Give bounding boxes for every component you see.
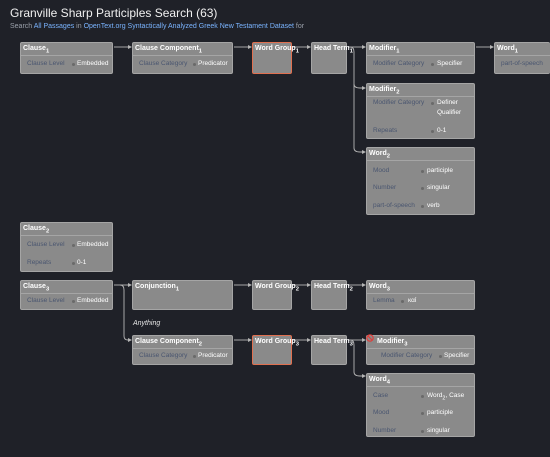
passages-link[interactable]: All Passages <box>33 23 75 30</box>
no-entry-icon[interactable] <box>366 334 374 342</box>
node-word-group-3[interactable]: Word Group3 <box>252 335 299 365</box>
node-clause-component-1[interactable]: Clause Component1 Clause Category Predic… <box>132 42 233 74</box>
node-conjunction-1[interactable]: Conjunction1 <box>132 280 233 310</box>
dataset-link[interactable]: OpenText.org Syntactically Analyzed Gree… <box>83 23 294 30</box>
page-title: Granville Sharp Participles Search (63) <box>10 6 218 20</box>
node-head-term-1[interactable]: Head Term1 <box>311 42 353 74</box>
node-clause-2[interactable]: Clause2 Clause Level Embedded Repeats 0-… <box>20 222 113 272</box>
node-modifier-2[interactable]: Modifier2 Modifier Category Definer Qual… <box>366 83 475 139</box>
node-modifier-3[interactable]: Modifier3 Modifier Category Specifier <box>366 335 475 365</box>
node-head-term-2[interactable]: Head Term2 <box>311 280 353 310</box>
node-word-4[interactable]: Word4 Case Word2, Case Mood participle N… <box>366 373 475 437</box>
anything-label: Anything <box>133 320 161 327</box>
node-modifier-1[interactable]: Modifier1 Modifier Category Specifier <box>366 42 475 74</box>
node-word-3[interactable]: Word3 Lemma καί <box>366 280 475 310</box>
node-clause-component-2[interactable]: Clause Component2 Clause Category Predic… <box>132 335 233 365</box>
node-clause-3[interactable]: Clause3 Clause Level Embedded <box>20 280 113 310</box>
node-head-term-3[interactable]: Head Term3 <box>311 335 353 365</box>
node-clause-1[interactable]: Clause1 Clause Level Embedded <box>20 42 113 74</box>
node-word-group-2[interactable]: Word Group2 <box>252 280 299 310</box>
node-word-2[interactable]: Word2 Mood participle Number singular pa… <box>366 147 475 215</box>
node-word-group-1[interactable]: Word Group1 <box>252 42 299 74</box>
node-word-1[interactable]: Word1 part-of-speech <box>494 42 550 74</box>
search-subtitle: Search All Passages in OpenText.org Synt… <box>10 23 305 30</box>
